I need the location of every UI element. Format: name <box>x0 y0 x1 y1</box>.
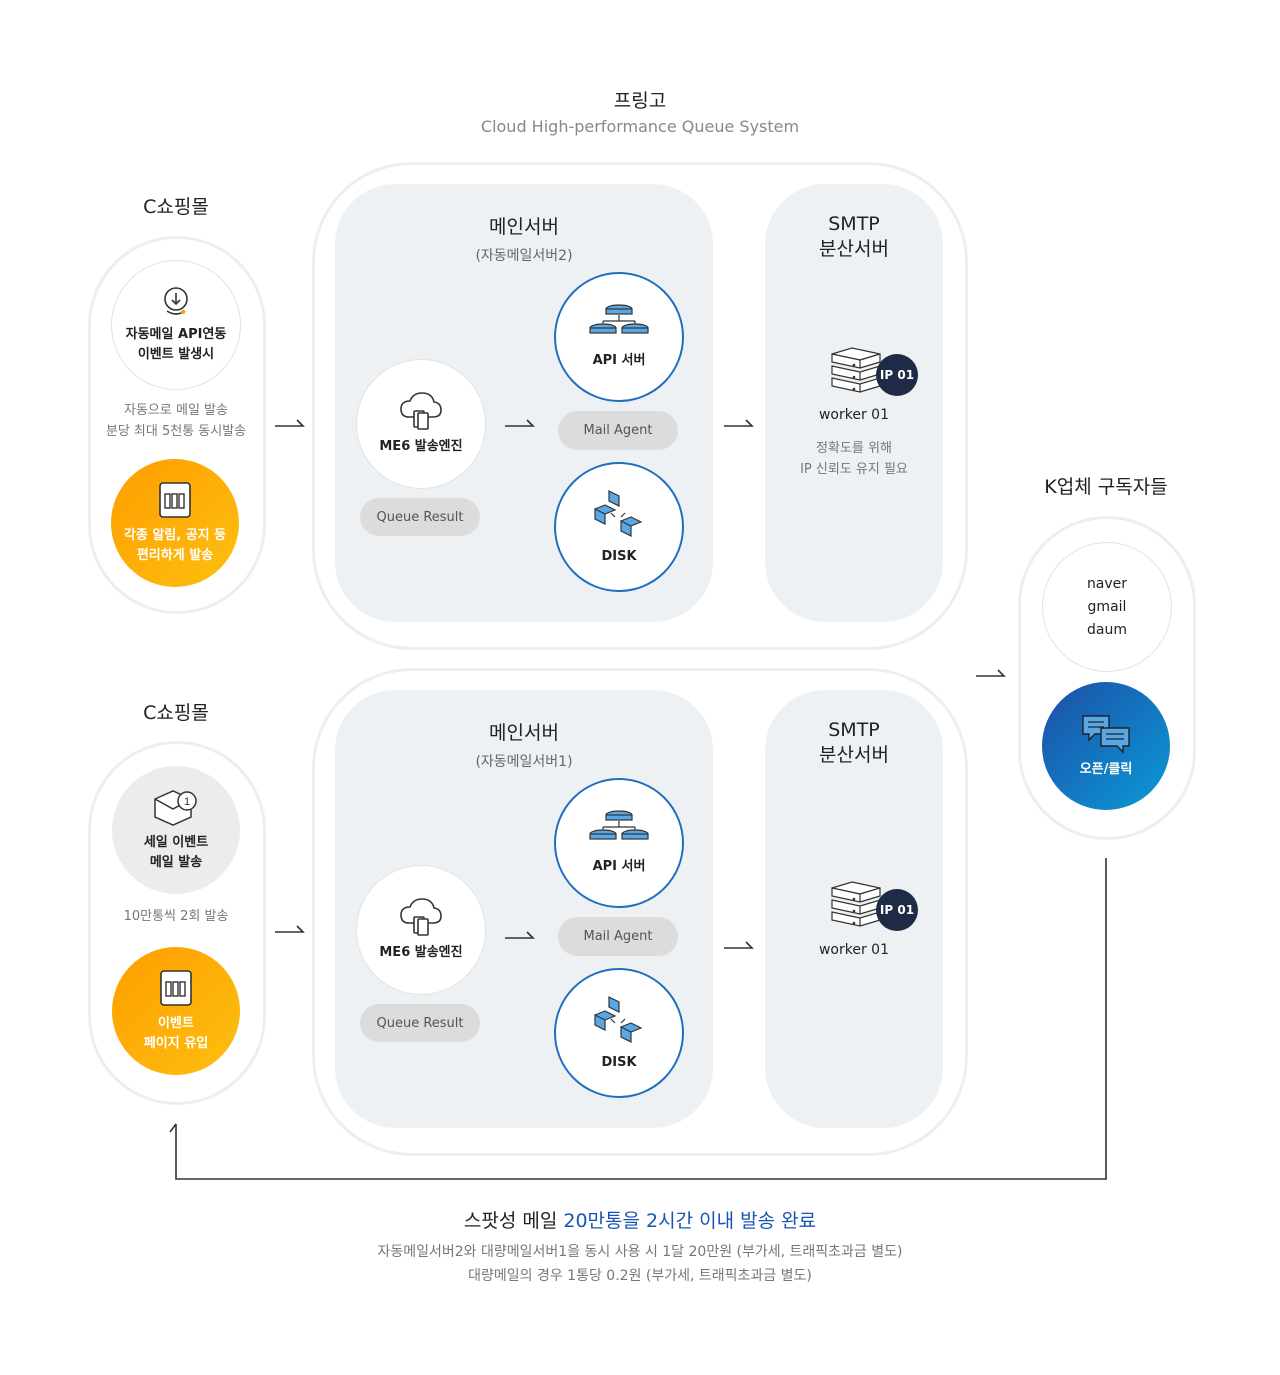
arrow-right-icon <box>505 419 535 427</box>
arrow-right-icon <box>724 941 754 949</box>
folders-icon <box>594 490 643 537</box>
main-server-sub: (자동메일서버1) <box>475 754 573 770</box>
mail-notification-icon: 1 <box>154 790 197 826</box>
main-server-title: 메인서버 <box>489 216 559 238</box>
main-server-heading-top: 메인서버 (자동메일서버2) <box>335 212 713 265</box>
mail-agent-tag: Mail Agent <box>558 411 678 450</box>
shop-title-top: C쇼핑몰 <box>143 196 209 218</box>
smtp-title-2: 분산서버 <box>819 238 889 260</box>
ip-badge-bottom: IP 01 <box>876 889 918 931</box>
main-server-sub: (자동메일서버2) <box>475 248 573 264</box>
mail-stack-icon <box>160 970 192 1006</box>
disk-label: DISK <box>601 1055 637 1070</box>
smtp-heading-top: SMTP 분산서버 <box>765 212 943 262</box>
smtp-panel-top <box>765 184 943 622</box>
ip-badge-top: IP 01 <box>876 354 918 396</box>
orange-label-1: 이벤트 <box>158 1016 194 1031</box>
disk-circle-top: DISK <box>554 462 684 592</box>
footer-headline-highlight: 20만통을 2시간 이내 발송 완료 <box>563 1210 817 1232</box>
orange-label-2: 편리하게 발송 <box>136 548 214 563</box>
smtp-note-top: 정확도를 위해 IP 신뢰도 유지 필요 <box>765 438 943 480</box>
footer-headline-prefix: 스팟성 메일 <box>463 1210 564 1232</box>
provider-naver: naver <box>1086 575 1128 592</box>
shop-note-2: 분당 최대 5천통 동시발송 <box>105 424 247 439</box>
diagram-header: 프링고 Cloud High-performance Queue System <box>0 86 1280 136</box>
cloud-icon <box>400 898 442 936</box>
orange-label-2: 페이지 유입 <box>143 1036 209 1051</box>
api-server-circle-bottom: API 서버 <box>554 778 684 908</box>
folders-icon <box>594 996 643 1043</box>
api-server-label: API 서버 <box>592 859 646 874</box>
disk-label: DISK <box>601 549 637 564</box>
provider-daum: daum <box>1087 621 1127 638</box>
api-server-circle-top: API 서버 <box>554 272 684 402</box>
arrow-right-icon <box>724 419 754 427</box>
page-title: 프링고 <box>613 90 667 112</box>
worker-label-bottom: worker 01 <box>818 942 889 958</box>
main-server-heading-bottom: 메인서버 (자동메일서버1) <box>335 718 713 771</box>
chat-bubbles-icon <box>1082 715 1130 754</box>
open-click-circle: 오픈/클릭 <box>1042 682 1170 810</box>
providers-circle: naver gmail daum <box>1042 542 1172 672</box>
worker-label-top: worker 01 <box>818 407 889 423</box>
queue-result-tag: Queue Result <box>360 498 480 536</box>
touch-icon <box>164 287 188 315</box>
subscribers-title: K업체 구독자들 <box>1044 476 1168 498</box>
smtp-title-1: SMTP <box>828 213 880 235</box>
engine-label: ME6 발송엔진 <box>379 945 463 960</box>
smtp-title-2: 분산서버 <box>819 744 889 766</box>
shop-note-bottom: 10만통씩 2회 발송 <box>123 909 229 924</box>
orange-circle-top: 각종 알림, 공지 등 편리하게 발송 <box>111 459 239 587</box>
mail-stack-icon <box>159 482 191 518</box>
event-circle-top: 자동메일 API연동 이벤트 발생시 <box>111 260 241 390</box>
engine-label: ME6 발송엔진 <box>379 439 463 454</box>
arrow-right-icon <box>275 925 305 933</box>
shop-title-bottom: C쇼핑몰 <box>143 702 209 724</box>
shop-note-top: 자동으로 메일 발송 분당 최대 5천통 동시발송 <box>88 400 264 442</box>
event-label-1: 자동메일 API연동 <box>125 327 227 342</box>
smtp-title-1: SMTP <box>828 719 880 741</box>
event-label-2: 메일 발송 <box>149 855 203 870</box>
engine-circle-bottom: ME6 발송엔진 <box>356 865 486 995</box>
footer-headline: 스팟성 메일 20만통을 2시간 이내 발송 완료 <box>0 1206 1280 1233</box>
disk-circle-bottom: DISK <box>554 968 684 1098</box>
page-subtitle: Cloud High-performance Queue System <box>480 117 800 136</box>
arrow-right-icon <box>505 931 535 939</box>
smtp-note-1: 정확도를 위해 <box>816 441 892 456</box>
smtp-note-2: IP 신뢰도 유지 필요 <box>800 462 908 477</box>
main-server-title: 메인서버 <box>489 722 559 744</box>
orange-label-1: 각종 알림, 공지 등 <box>123 528 227 543</box>
event-circle-bottom: 1 세일 이벤트 메일 발송 <box>112 766 240 894</box>
feedback-loop-line <box>169 858 1107 1180</box>
queue-result-tag: Queue Result <box>360 1004 480 1042</box>
event-label-2: 이벤트 발생시 <box>137 347 215 362</box>
arrow-right-icon <box>275 419 305 427</box>
provider-gmail: gmail <box>1087 598 1127 615</box>
footer-line-1: 자동메일서버2와 대량메일서버1을 동시 사용 시 1달 20만원 (부가세, … <box>377 1244 903 1260</box>
arrow-right-icon <box>976 669 1006 677</box>
orange-circle-bottom: 이벤트 페이지 유입 <box>112 947 240 1075</box>
footer-line-2: 대량메일의 경우 1통당 0.2원 (부가세, 트래픽초과금 별도) <box>468 1268 812 1284</box>
database-network-icon <box>589 304 649 334</box>
cloud-icon <box>400 392 442 430</box>
footer-notes: 자동메일서버2와 대량메일서버1을 동시 사용 시 1달 20만원 (부가세, … <box>0 1240 1280 1288</box>
svg-text:1: 1 <box>184 796 190 808</box>
server-rack-icon <box>831 347 881 393</box>
shop-note-1: 자동으로 메일 발송 <box>124 403 228 418</box>
mail-agent-tag: Mail Agent <box>558 917 678 956</box>
database-network-icon <box>589 810 649 840</box>
smtp-heading-bottom: SMTP 분산서버 <box>765 718 943 768</box>
engine-circle-top: ME6 발송엔진 <box>356 359 486 489</box>
api-server-label: API 서버 <box>592 353 646 368</box>
server-rack-icon <box>831 881 881 927</box>
event-label-1: 세일 이벤트 <box>143 835 209 850</box>
open-click-label: 오픈/클릭 <box>1079 762 1133 777</box>
